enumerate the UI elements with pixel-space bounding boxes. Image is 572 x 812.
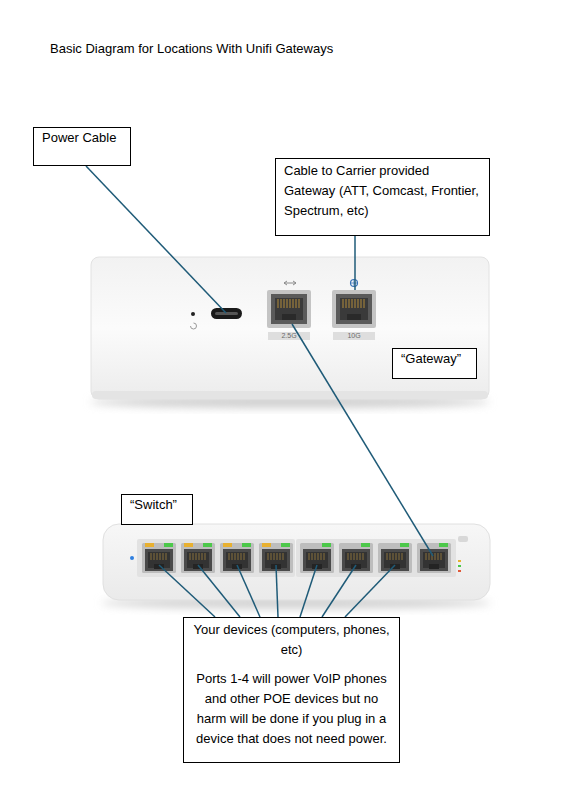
leader-line — [237, 565, 260, 617]
leader-line — [345, 565, 395, 617]
switch-port — [142, 543, 176, 573]
poe-led — [184, 543, 193, 547]
usb-c-port — [211, 308, 242, 319]
note-box: Your devices (computers, phones, etc) Por… — [183, 617, 400, 763]
switch-port — [220, 543, 254, 573]
port-speed-label: 10G — [333, 332, 375, 340]
panel-led — [458, 565, 461, 567]
leader-line — [198, 565, 240, 617]
status-led — [191, 312, 195, 316]
leader-line — [322, 565, 356, 617]
callout-box: Power Cable — [33, 127, 131, 166]
box-heading: Power Cable — [42, 128, 122, 148]
poe-led — [262, 543, 271, 547]
panel-mark — [458, 536, 468, 542]
switch-port — [417, 543, 451, 573]
gateway-base — [92, 391, 488, 399]
switch-body — [103, 524, 490, 600]
panel-led — [458, 570, 461, 572]
callout-box: “Switch” — [121, 494, 193, 525]
port-leds — [145, 543, 448, 547]
panel-led — [458, 560, 461, 562]
leader-line — [159, 565, 215, 617]
reset-icon — [191, 323, 197, 329]
leader-line — [354, 236, 356, 290]
box-heading: “Switch” — [130, 495, 184, 515]
link-led — [400, 543, 409, 547]
link-led — [281, 543, 290, 547]
link-led — [203, 543, 212, 547]
port-label-band — [268, 332, 310, 340]
box-heading: Cable to Carrier provided Gateway (ATT, … — [284, 161, 481, 221]
link-led — [361, 543, 370, 547]
box-body: Ports 1-4 will power VoIP phones and oth… — [190, 669, 393, 749]
diagram-title: Basic Diagram for Locations With Unifi G… — [50, 40, 333, 58]
port-label-band — [333, 332, 375, 340]
link-led — [322, 543, 331, 547]
link-led — [242, 543, 251, 547]
switch-port — [378, 543, 412, 573]
wan-globe-lines — [351, 280, 358, 287]
switch-port — [300, 543, 334, 573]
poe-led — [145, 543, 154, 547]
box-heading: “Gateway” — [401, 349, 468, 369]
leader-line — [300, 565, 317, 617]
port-bank — [137, 539, 295, 577]
callout-box: Cable to Carrier provided Gateway (ATT, … — [275, 158, 490, 236]
callout-box: “Gateway” — [392, 348, 477, 379]
port-bank — [296, 539, 456, 577]
power-led — [130, 556, 134, 560]
poe-led — [223, 543, 232, 547]
gateway-body — [91, 257, 489, 399]
link-led — [439, 543, 448, 547]
switch-port — [339, 543, 373, 573]
wan-port — [332, 290, 376, 328]
status-panel — [458, 536, 468, 572]
lan-port — [267, 290, 311, 328]
port-speed-label: 2.5G — [268, 332, 310, 340]
box-heading: Your devices (computers, phones, etc) — [190, 620, 393, 660]
leader-line — [276, 565, 278, 617]
link-led — [164, 543, 173, 547]
lan-icon — [284, 281, 296, 285]
switch-port — [181, 543, 215, 573]
leader-line — [86, 166, 226, 313]
wan-globe-icon — [351, 280, 358, 287]
